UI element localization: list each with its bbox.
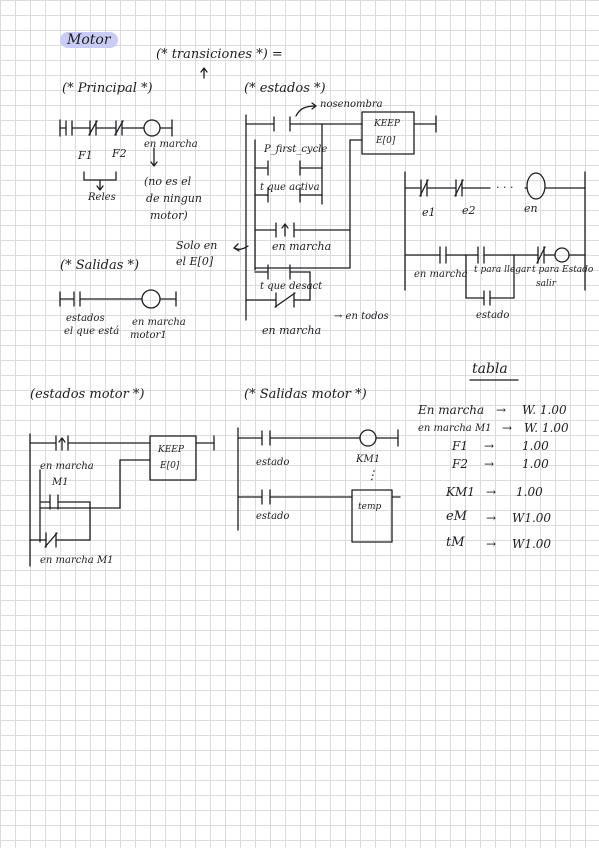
salidas-motor-c1: estado (256, 457, 290, 468)
tabla-key: F2 (452, 457, 468, 471)
t-deact-label: t que desact (260, 281, 323, 292)
tabla-arrow: → (484, 457, 495, 471)
tabla-value: 1.00 (522, 439, 549, 453)
principal-note-3: motor) (150, 209, 188, 222)
tabla-key: eM (446, 509, 468, 524)
estados-motor-keep-1: KEEP (158, 445, 184, 455)
estados-motor-c1: en marcha (40, 461, 94, 472)
salidas-note-2: el que está (64, 326, 120, 337)
salidas-motor-rungs (237, 427, 401, 543)
page-title: Motor (60, 32, 118, 48)
estado-coil-label: Estado (562, 265, 594, 275)
salidas-motor-c2: estado (256, 511, 290, 522)
estados-motor-keep-box-icon (149, 435, 197, 481)
salidas-motor-heading: (* Salidas motor *) (244, 387, 367, 402)
tabla-value: 1.00 (516, 485, 543, 499)
reles-label: Reles (88, 192, 116, 203)
tabla-key: KM1 (446, 485, 475, 499)
to-all-label: → en todos (334, 311, 389, 322)
principal-rung (59, 67, 208, 191)
marcha-label: en marcha (272, 240, 332, 253)
principal-coil-label: en marcha (144, 139, 198, 150)
tabla-arrow: → (486, 511, 497, 525)
km1-label: KM1 (356, 454, 381, 465)
tabla-arrow: → (486, 485, 497, 499)
temp-box-icon (351, 489, 393, 543)
keep-line-2: E[0] (376, 136, 396, 146)
solo-note-1: Solo en (176, 239, 218, 252)
principal-note-2: de ningun (146, 192, 202, 205)
salidas-coil-icon (141, 289, 161, 309)
salidas-motor-dots: ⋮ (366, 468, 378, 482)
t-para-salir-2: salir (536, 279, 557, 289)
estados-motor-rungs (29, 433, 215, 567)
tabla-arrow: → (502, 421, 513, 435)
tabla-value: W. 1.00 (522, 403, 567, 417)
principal-note-1: (no es el (144, 175, 192, 188)
e1-label: e1 (422, 206, 436, 219)
tabla-key: F1 (452, 439, 468, 453)
f1-label: F1 (78, 149, 93, 162)
dots-label: · · · (496, 181, 514, 194)
transitions-label: (* transiciones *) = (156, 47, 283, 62)
e2-label: e2 (462, 204, 476, 217)
tabla-title: tabla (472, 361, 508, 377)
estados-motor-c1b: M1 (52, 477, 69, 488)
salidas-rung (59, 289, 177, 309)
estados-motor-heading: (estados motor *) (30, 387, 145, 402)
transition-rungs (404, 171, 586, 306)
estado-label: estado (476, 310, 510, 321)
principal-coil-icon (143, 119, 161, 137)
t-active-label: t que activa (260, 182, 320, 193)
estados-motor-c3: en marcha M1 (40, 555, 114, 566)
t-para-llegar-label: t para llegar (474, 265, 531, 275)
marcha2-label: en marcha (262, 324, 322, 337)
tabla-arrow: → (496, 403, 507, 417)
tabla-key: en marcha M1 (418, 423, 492, 434)
temp-label: temp (358, 502, 382, 512)
salidas-coil-2: motor1 (130, 330, 167, 341)
salidas-note-1: estados (66, 313, 105, 324)
salidas-coil-1: en marcha (132, 317, 186, 328)
salidas-heading: (* Salidas *) (60, 258, 140, 273)
tabla-value: W. 1.00 (524, 421, 569, 435)
tabla-value: W1.00 (512, 537, 552, 551)
r-marcha-label: en marcha (414, 269, 468, 280)
tabla-value: 1.00 (522, 457, 549, 471)
principal-heading: (* Principal *) (62, 81, 153, 96)
tabla-arrow: → (484, 439, 495, 453)
km1-coil-icon (359, 429, 377, 447)
estados-motor-keep-2: E[0] (160, 461, 180, 471)
transition-coil-icon (526, 172, 546, 200)
solo-note-2: el E[0] (176, 255, 214, 268)
tabla-key: En marcha (418, 403, 485, 417)
en-label: en (524, 202, 538, 215)
keep-line-1: KEEP (374, 119, 400, 129)
estado-coil-icon (554, 247, 570, 263)
tabla-key: tM (446, 535, 465, 550)
f2-label: F2 (112, 147, 127, 160)
tabla-arrow: → (486, 537, 497, 551)
estados-rungs (233, 102, 437, 321)
first-cycle-label: P_first_cycle (264, 144, 328, 155)
t-para-salir-1: t para (532, 265, 560, 275)
rename-note: nosenombra (320, 99, 383, 110)
estados-heading: (* estados *) (244, 81, 326, 96)
tabla-value: W1.00 (512, 511, 552, 525)
estados-keep-box-icon (361, 111, 415, 155)
